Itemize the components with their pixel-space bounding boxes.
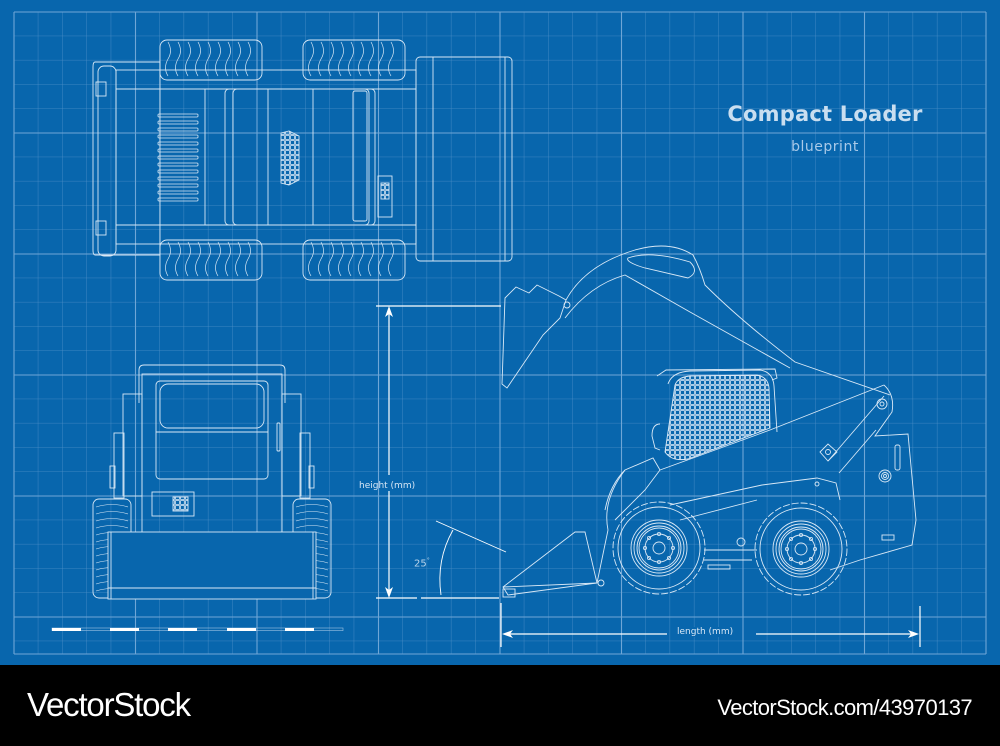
stock-id-link: VectorStock.com/43970137	[717, 695, 972, 720]
blueprint-drawing	[13, 11, 987, 655]
side-view	[501, 245, 917, 598]
drawing-subtitle: blueprint	[791, 139, 859, 155]
rear-wheel	[754, 502, 848, 596]
height-dimension-label: height (mm)	[359, 481, 416, 491]
scale-bar	[51, 627, 344, 631]
angle-value: 25	[414, 558, 427, 570]
dimension-lines	[376, 305, 921, 647]
arrowheads	[385, 306, 919, 638]
watermark-footer: VectorStock VectorStock.com/43970137	[0, 665, 1000, 746]
brand-logo: VectorStock	[27, 686, 191, 723]
drawing-title: Compact Loader	[727, 102, 923, 126]
front-wheel	[612, 501, 706, 595]
length-dimension-label: length (mm)	[673, 627, 738, 637]
front-view	[92, 364, 332, 600]
top-view	[92, 39, 513, 281]
angle-unit: °	[426, 557, 430, 564]
blueprint-canvas: Compact Loader blueprint height (mm) len…	[0, 0, 1000, 665]
angle-dimension-label: 25°	[414, 557, 430, 569]
